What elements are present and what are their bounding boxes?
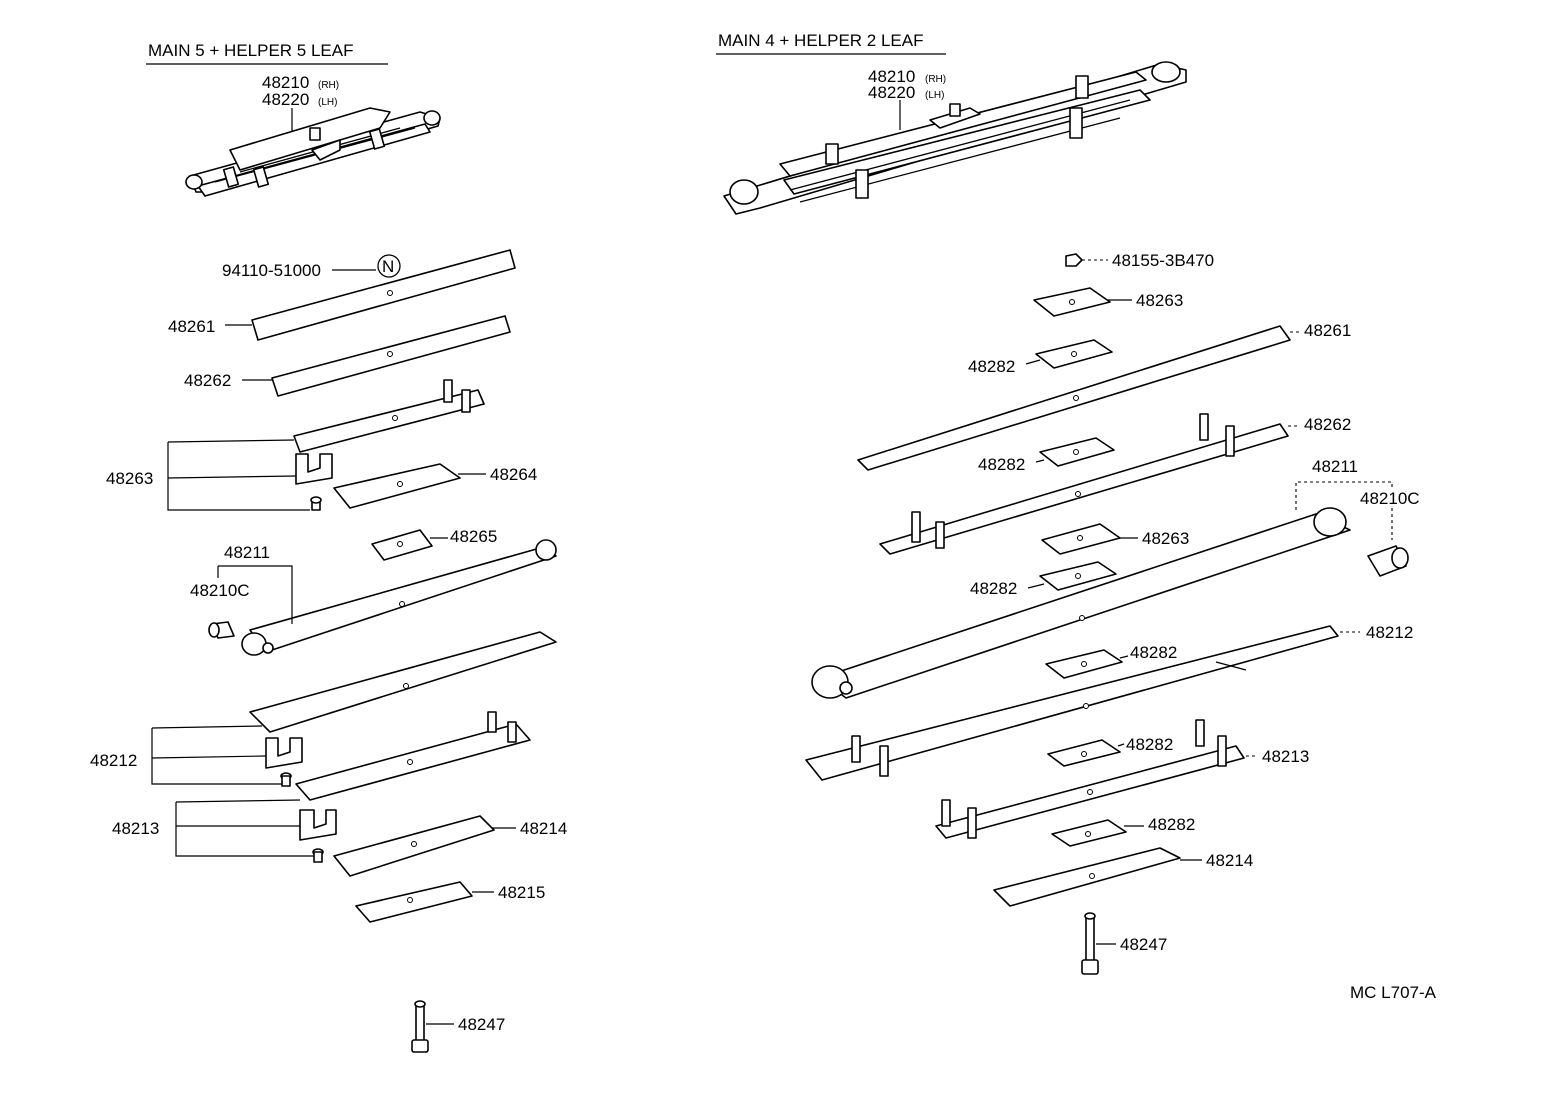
right-label-spacer1: 48282 [968,357,1015,376]
left-clip-48263 [295,453,333,485]
left-assembly-lh: 48220 [262,90,309,109]
left-bolt-48247 [411,1000,429,1053]
right-nut-icon [1065,253,1083,267]
right-bolt-48247 [1081,912,1099,975]
right-spring-assembly [723,61,1187,215]
right-label-bolt: 48247 [1120,935,1167,954]
right-label-helper3: 48214 [1206,851,1253,870]
right-assembly-lh-suffix: (LH) [925,90,944,101]
left-assembly-rh-suffix: (RH) [318,80,339,91]
new-part-mark: N [382,257,394,276]
right-assembly-rh-suffix: (RH) [925,74,946,85]
right-label-spacer5: 48282 [1126,735,1173,754]
right-label-plate-top: 48263 [1136,291,1183,310]
left-label-clip-nut: 94110-51000 [222,261,321,280]
right-section: MAIN 4 + HELPER 2 LEAF 48210 (RH) 48220 … [716,31,1420,975]
right-leader-main [1295,481,1393,510]
left-clip-48212 [265,737,303,769]
right-leader-spacer3 [1027,583,1045,589]
left-label-48265: 48265 [450,527,497,546]
right-title: MAIN 4 + HELPER 2 LEAF [718,31,924,50]
right-label-spacer3: 48282 [970,579,1017,598]
left-leaf-48264 [333,463,461,509]
left-title: MAIN 5 + HELPER 5 LEAF [148,41,354,60]
right-label-leaf1: 48261 [1304,321,1351,340]
right-leader-spacer2 [1035,459,1045,463]
left-label-48211: 48211 [224,543,270,562]
right-label-helper1: 48212 [1366,623,1413,642]
left-leaf-48261 [251,249,516,341]
left-helper-48212 [249,631,557,733]
left-assembly-rh: 48210 [262,73,309,92]
right-label-bushing: 48210C [1360,489,1420,508]
left-label-48247: 48247 [458,1015,505,1034]
right-leaf-48262 [879,423,1289,555]
left-label-48213: 48213 [112,819,159,838]
left-label-48212: 48212 [90,751,137,770]
left-assembly-lh-suffix: (LH) [318,97,337,108]
left-main-leaf-48211 [249,547,557,653]
left-spring-assembly [185,107,441,197]
left-helper-48215 [355,881,473,923]
right-leader-spacer1 [1025,359,1041,365]
left-section: MAIN 5 + HELPER 5 LEAF 48210 (RH) 48220 … [90,41,567,1053]
left-label-48214: 48214 [520,819,567,838]
right-helper-48212 [805,625,1339,781]
left-label-48262: 48262 [184,371,231,390]
right-label-spacer2: 48282 [978,455,1025,474]
right-label-nut: 48155-3B470 [1112,251,1214,270]
left-label-48215: 48215 [498,883,545,902]
right-assembly-rh: 48210 [868,67,915,86]
right-assembly-lh: 48220 [868,83,915,102]
left-label-48210c: 48210C [190,581,250,600]
figure-code: MC L707-A [1350,983,1437,1002]
left-leader-48213 [175,799,314,857]
left-label-48263: 48263 [106,469,153,488]
right-label-plate-mid: 48263 [1142,529,1189,548]
right-label-leaf2: 48262 [1304,415,1351,434]
new-part-mark-icon [377,254,401,278]
right-label-spacer6: 48282 [1148,815,1195,834]
left-label-48264: 48264 [490,465,537,484]
right-helper-48214 [993,847,1181,907]
left-leader-48212 [151,725,282,785]
right-leader-spacer5 [1117,743,1125,747]
right-leader-spacer4 [1119,655,1129,659]
left-leaf-48263 [293,389,485,453]
left-leader-48263 [167,439,310,511]
right-label-main: 48211 [1312,457,1358,476]
right-label-helper2: 48213 [1262,747,1309,766]
left-clip-48213 [299,809,337,841]
right-label-spacer4: 48282 [1130,643,1177,662]
left-label-48261: 48261 [168,317,215,336]
left-leader-48211 [218,565,293,624]
